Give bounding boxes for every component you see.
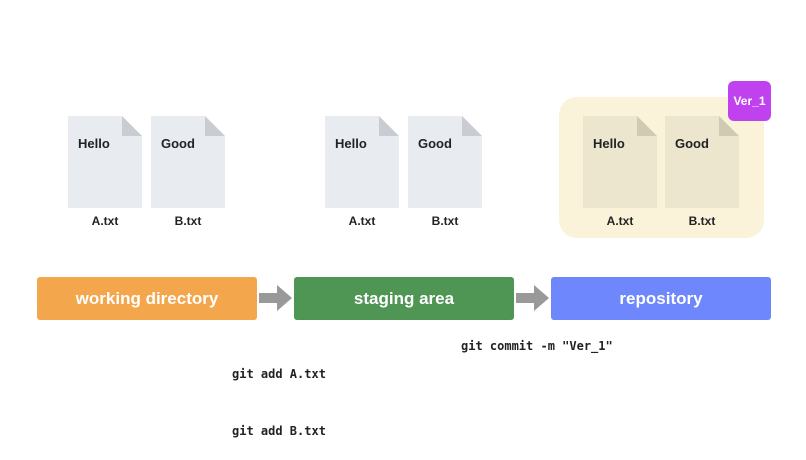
file-content: Good [418,136,452,151]
file-name: B.txt [688,214,716,228]
file-name: B.txt [174,214,202,228]
file-content: Hello [335,136,367,151]
file-content: Hello [78,136,110,151]
file-name: B.txt [431,214,459,228]
file-content: Good [675,136,709,151]
file-name: A.txt [606,214,634,228]
right-arrow-icon [259,285,292,311]
git-add-commands: git add A.txt git add B.txt [232,327,326,460]
file-content: Good [161,136,195,151]
file-name: A.txt [91,214,119,228]
file-name: A.txt [348,214,376,228]
repository-stage: repository [551,277,771,320]
staging-area-stage: staging area [294,277,514,320]
file-icon: Good [665,116,739,208]
file-content: Hello [593,136,625,151]
file-icon: Good [408,116,482,208]
working-directory-stage: working directory [37,277,257,320]
git-commit-command: git commit -m "Ver_1" [461,339,613,353]
file-icon: Hello [583,116,657,208]
file-icon: Hello [325,116,399,208]
file-icon: Hello [68,116,142,208]
version-tag: Ver_1 [728,81,771,121]
right-arrow-icon [516,285,549,311]
file-icon: Good [151,116,225,208]
git-add-a-command: git add A.txt [232,367,326,381]
